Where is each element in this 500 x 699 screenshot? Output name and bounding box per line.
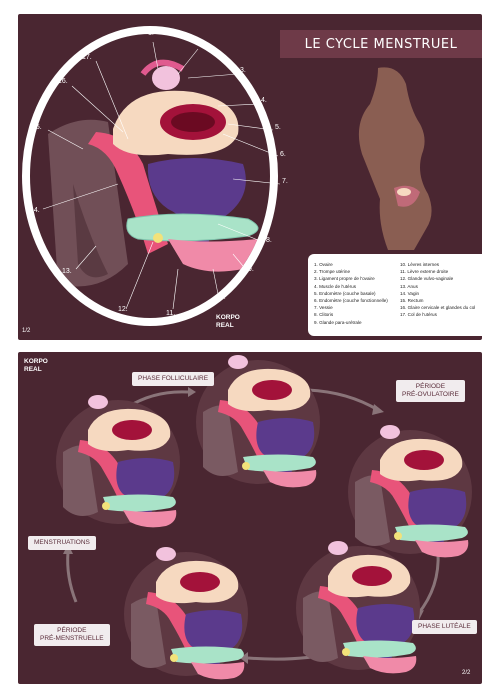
diagram-luteale bbox=[296, 541, 420, 674]
label-3: 3. bbox=[240, 67, 246, 74]
legend-item: 9. Glande para-urétrale bbox=[314, 319, 362, 325]
legend-item: 11. Lèvre externe droite bbox=[400, 269, 449, 275]
uterus-cross-section bbox=[48, 59, 259, 287]
legend-item: 5. Endomètre (couche basale) bbox=[314, 290, 376, 296]
body-silhouette bbox=[358, 67, 432, 250]
label-12: 12. bbox=[118, 306, 128, 313]
diagram-pre-menstruelle bbox=[124, 547, 248, 680]
label-6: 6. bbox=[280, 151, 286, 158]
phase-label-folliculaire: PHASE FOLLICULAIRE bbox=[132, 372, 215, 386]
legend-item: 13. Anus bbox=[400, 283, 418, 289]
label-11: 11. bbox=[166, 310, 176, 317]
legend-item: 8. Clitoris bbox=[314, 312, 334, 318]
legend-left-column: 1. Ovaire 2. Trompe utérine 3. Ligament … bbox=[314, 261, 388, 326]
page-one-panel: LE CYCLE MENSTRUEL 1. 2. 3. 4. 5. 6. 7. … bbox=[18, 14, 482, 340]
brand-logo: KORPO REAL bbox=[24, 358, 48, 373]
label-1: 1. bbox=[148, 30, 154, 37]
legend-item: 14. Vagin bbox=[400, 290, 420, 296]
phase-label-luteale: PHASE LUTÉALE bbox=[412, 620, 477, 634]
phase-label-pre-menstruelle: PÉRIODE PRÉ-MENSTRUELLE bbox=[34, 624, 110, 646]
leader-lines bbox=[42, 41, 281, 310]
page-number: 2/2 bbox=[462, 670, 471, 676]
legend-item: 15. Rectum bbox=[400, 298, 424, 304]
brand-logo: KORPO REAL bbox=[216, 314, 240, 329]
page-number: 1/2 bbox=[22, 328, 31, 334]
diagram-ring bbox=[22, 26, 278, 326]
legend-right-column: 10. Lèvres internes 11. Lèvre externe dr… bbox=[400, 261, 475, 319]
page-title: LE CYCLE MENSTRUEL bbox=[280, 30, 482, 58]
phase-label-menstruations: MENSTRUATIONS bbox=[28, 536, 96, 550]
label-14: 14. bbox=[30, 207, 40, 214]
label-15: 15. bbox=[32, 124, 42, 131]
legend-item: 3. Ligament propre de l'ovaire bbox=[314, 276, 375, 282]
label-16: 16. bbox=[58, 78, 68, 85]
cycle-diagram bbox=[56, 355, 472, 680]
label-10: 10. bbox=[216, 294, 226, 301]
legend-item: 7. Vessie bbox=[314, 305, 333, 311]
label-8: 8. bbox=[266, 237, 272, 244]
label-5: 5. bbox=[275, 124, 281, 131]
legend-item: 2. Trompe utérine bbox=[314, 269, 351, 275]
legend-item: 12. Glande vulvo-vaginale bbox=[400, 276, 454, 282]
label-9: 9. bbox=[248, 266, 254, 273]
legend-item: 16. Glaire cervicale et glandes du col bbox=[400, 305, 476, 311]
page-two-panel: KORPO REAL PHASE FOLLICULAIRE PÉRIODE PR… bbox=[18, 352, 482, 684]
diagram-menstruations bbox=[56, 395, 180, 528]
label-2: 2. bbox=[198, 40, 204, 47]
label-13: 13. bbox=[62, 268, 72, 275]
legend-item: 10. Lèvres internes bbox=[400, 262, 440, 267]
label-17: 17. bbox=[82, 54, 92, 61]
legend-box: 1. Ovaire 2. Trompe utérine 3. Ligament … bbox=[308, 254, 482, 336]
label-7: 7. bbox=[282, 178, 288, 185]
phase-label-pre-ovulatoire: PÉRIODE PRÉ-OVULATOIRE bbox=[396, 380, 465, 402]
legend-item: 1. Ovaire bbox=[314, 262, 333, 267]
diagram-folliculaire bbox=[196, 355, 320, 488]
legend-item: 6. Endomètre (couche fonctionnelle) bbox=[314, 298, 388, 304]
legend-item: 4. Muscle de l'utérus bbox=[314, 283, 356, 289]
legend-item: 17. Col de l'utérus bbox=[400, 312, 437, 318]
label-4: 4. bbox=[261, 97, 267, 104]
anatomy-diagram-1 bbox=[22, 26, 432, 326]
diagram-pre-ovulatoire bbox=[348, 425, 472, 558]
